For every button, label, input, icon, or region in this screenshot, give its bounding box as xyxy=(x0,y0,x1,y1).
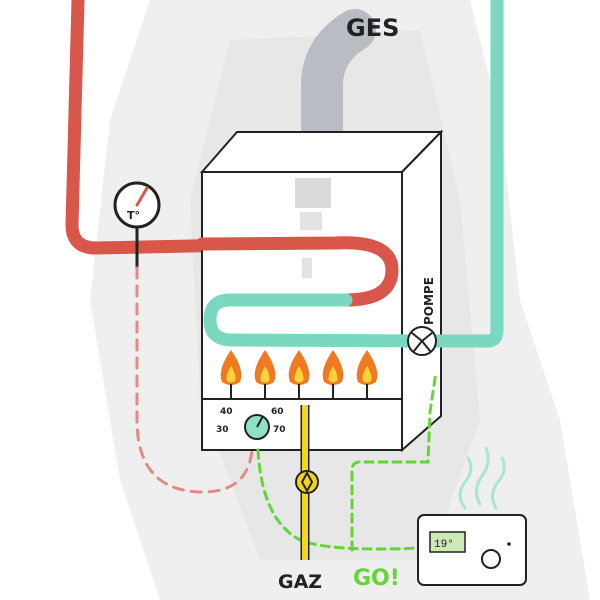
flame-icon xyxy=(288,350,310,399)
flame-icon xyxy=(322,350,344,399)
sensor-wire xyxy=(135,266,254,494)
exhaust-smoke xyxy=(295,178,331,278)
pump-icon xyxy=(407,326,437,356)
flame-icon xyxy=(254,350,276,399)
heat-waves-icon xyxy=(458,446,506,510)
dial-tick-60: 60 xyxy=(271,407,284,417)
dial-tick-30: 30 xyxy=(216,425,229,435)
thermometer: T° xyxy=(113,181,161,268)
exhaust-label: GES xyxy=(346,14,399,42)
flame-icon xyxy=(220,350,242,399)
thermostat-display: 19° xyxy=(434,539,454,551)
gas-label: GAZ xyxy=(278,571,322,593)
dial-tick-70: 70 xyxy=(273,425,286,435)
temperature-dial[interactable]: 40 60 30 70 xyxy=(216,407,286,440)
burner-flames xyxy=(220,350,378,399)
cold-water-pipe xyxy=(203,0,504,348)
pump-label: POMPE xyxy=(422,277,436,325)
signal-wires xyxy=(256,370,438,552)
room-thermostat[interactable]: 19° xyxy=(417,514,527,586)
gas-valve-icon[interactable] xyxy=(295,470,319,494)
dial-tick-40: 40 xyxy=(220,407,233,417)
hot-coil xyxy=(195,236,399,307)
exhaust-pipe xyxy=(301,9,376,171)
flame-icon xyxy=(356,350,378,399)
go-label: GO! xyxy=(353,566,400,591)
thermometer-label: T° xyxy=(127,209,140,222)
